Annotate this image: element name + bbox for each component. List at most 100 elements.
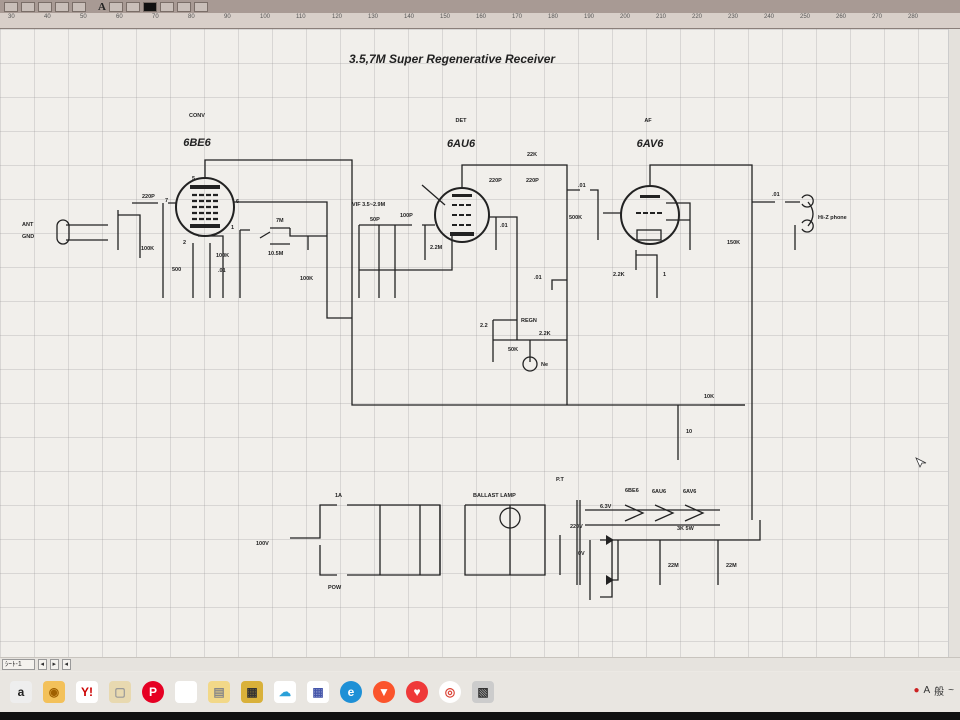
- component-label: 100K: [300, 276, 313, 282]
- taskbar-app-icon[interactable]: a: [10, 681, 32, 703]
- ruler-tick-label: 170: [512, 14, 523, 20]
- toolbar-button[interactable]: [108, 1, 123, 12]
- ruler-tick-label: 100: [260, 14, 271, 20]
- stage-function-label: CONV: [189, 113, 205, 119]
- ruler-tick-label: 110: [296, 14, 306, 20]
- ruler-tick-label: 80: [188, 14, 195, 20]
- component-label: 3K 5W: [677, 526, 695, 532]
- tray-icon[interactable]: ●: [913, 685, 920, 696]
- taskbar-app-icon[interactable]: ☁: [274, 681, 296, 703]
- taskbar-app-icon[interactable]: ◉: [43, 681, 65, 703]
- component-label: 1: [663, 272, 666, 278]
- component-label: 0V: [578, 551, 585, 557]
- toolbar-button[interactable]: [21, 1, 35, 12]
- component-label: .01: [534, 275, 542, 281]
- taskbar-app-icon[interactable]: P: [142, 681, 164, 703]
- pin-label: 2: [183, 240, 186, 246]
- ruler-tick-label: 220: [692, 14, 703, 20]
- taskbar-app-icon[interactable]: ▢: [109, 681, 131, 703]
- toolbar-button[interactable]: [72, 1, 86, 12]
- tray-icon[interactable]: ~: [948, 685, 954, 696]
- status-bar: ｼｰﾄ-1 ◂ ▸ ◂: [0, 657, 960, 671]
- ime-mode[interactable]: A: [923, 685, 931, 696]
- component-label: 2.2K: [539, 331, 551, 337]
- tube-6be6: [175, 177, 235, 237]
- sheet-first-button[interactable]: ◂: [61, 659, 71, 670]
- component-label: REGN: [521, 318, 537, 324]
- component-label: 100P: [400, 213, 413, 219]
- pin-label: 7: [165, 198, 168, 204]
- sheet-selector[interactable]: ｼｰﾄ-1: [2, 659, 35, 670]
- drawing-canvas[interactable]: 3.5,7M Super Regenerative Receiver CONV …: [0, 29, 948, 657]
- taskbar-app-icon[interactable]: ▼: [373, 681, 395, 703]
- sheet-prev-button[interactable]: ◂: [37, 659, 47, 670]
- ruler-tick-label: 120: [332, 14, 343, 20]
- ruler-tick-label: 250: [800, 14, 811, 20]
- toolbar: A: [0, 0, 960, 13]
- component-label: 100K: [141, 246, 154, 252]
- conv-wiring: [56, 159, 745, 406]
- component-label: VIF 3.5~2.9M: [352, 202, 386, 208]
- component-label: 10K: [704, 394, 714, 400]
- color-button[interactable]: [142, 1, 157, 12]
- component-label: 1A: [335, 493, 342, 499]
- toolbar-button[interactable]: [125, 1, 140, 12]
- component-label: .01: [772, 192, 780, 198]
- sheet-next-button[interactable]: ▸: [49, 659, 59, 670]
- stage-function-label: DET: [456, 118, 468, 124]
- ruler-tick-label: 160: [476, 14, 487, 20]
- component-label: P.T: [556, 477, 564, 483]
- taskbar-app-icon[interactable]: ◎: [439, 681, 461, 703]
- component-label: 220P: [142, 194, 155, 200]
- toolbar-button[interactable]: [176, 1, 191, 12]
- ruler-tick-label: 140: [404, 14, 415, 20]
- tube-label: 6AV6: [637, 138, 665, 150]
- det-wiring: [358, 164, 599, 405]
- tube-6au6: [434, 187, 490, 243]
- ruler-tick-label: 280: [908, 14, 919, 20]
- neon-lamp-icon: [522, 356, 538, 372]
- taskbar-app-icon[interactable]: ▦: [307, 681, 329, 703]
- text-tool-button[interactable]: A: [98, 0, 106, 13]
- component-label: 10.5M: [268, 251, 284, 257]
- component-label: BALLAST LAMP: [473, 493, 516, 499]
- taskbar-app-icon[interactable]: ♥: [406, 681, 428, 703]
- taskbar-app-icon[interactable]: [175, 681, 197, 703]
- pin-label: 5: [192, 176, 195, 182]
- component-label: 220P: [526, 178, 539, 184]
- ruler-tick-label: 90: [224, 14, 231, 20]
- ime-indicator[interactable]: 般: [934, 687, 945, 698]
- ruler-tick-label: 30: [8, 14, 15, 20]
- component-label: 22M: [726, 563, 737, 569]
- pin-label: 1: [231, 225, 234, 231]
- taskbar-app-icon[interactable]: Y!: [76, 681, 98, 703]
- taskbar-app-icon[interactable]: ▧: [472, 681, 494, 703]
- component-label: 2.2K: [613, 272, 625, 278]
- power-supply-wiring: [290, 500, 761, 600]
- toolbar-button[interactable]: [55, 1, 69, 12]
- component-label: 6AV6: [683, 489, 696, 495]
- ruler-tick-label: 70: [152, 14, 159, 20]
- taskbar-app-icon[interactable]: ▦: [241, 681, 263, 703]
- af-wiring: [603, 164, 814, 520]
- component-label: 100K: [216, 253, 229, 259]
- component-label: 6BE6: [625, 488, 639, 494]
- taskbar-app-icon[interactable]: e: [340, 681, 362, 703]
- component-label: .01: [500, 223, 508, 229]
- toolbar-button[interactable]: [159, 1, 174, 12]
- monitor-bezel: [0, 712, 960, 720]
- toolbar-button[interactable]: [4, 1, 18, 12]
- ruler-tick-label: 40: [44, 14, 51, 20]
- component-label: 220V: [570, 524, 583, 530]
- taskbar-app-icon[interactable]: ▤: [208, 681, 230, 703]
- tube-label: 6AU6: [447, 138, 476, 150]
- toolbar-button[interactable]: [193, 1, 208, 12]
- component-label: 7M: [276, 218, 284, 224]
- tube-label: 6BE6: [183, 137, 211, 149]
- toolbar-button[interactable]: [38, 1, 52, 12]
- ruler-tick-label: 200: [620, 14, 631, 20]
- ruler-tick-label: 260: [836, 14, 847, 20]
- vertical-scrollbar[interactable]: [948, 29, 960, 657]
- ruler-tick-label: 240: [764, 14, 775, 20]
